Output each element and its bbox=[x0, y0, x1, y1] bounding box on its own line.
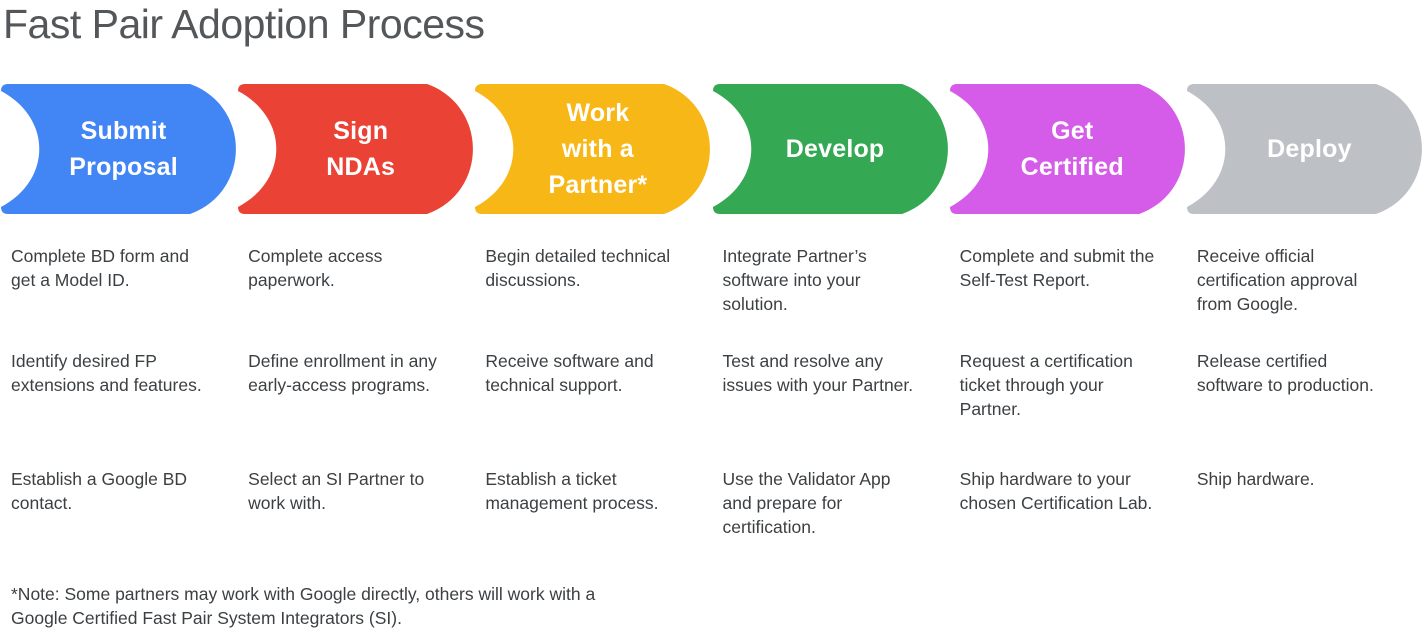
process-steps-row: Submit Proposal Complete BD form and get… bbox=[0, 84, 1423, 583]
step-task-1: Begin detailed technical discussions. bbox=[485, 246, 671, 290]
step-arrow-shape-icon bbox=[712, 84, 948, 215]
step-column-submit-proposal: Submit Proposal Complete BD form and get… bbox=[0, 84, 237, 583]
step-column-get-certified: Get Certified Complete and submit the Se… bbox=[949, 84, 1186, 583]
step-arrow-shape-icon bbox=[1, 84, 236, 215]
step-shape: Work with a Partner* bbox=[474, 84, 711, 215]
step-arrow-shape-icon bbox=[949, 84, 1185, 215]
step-shape: Submit Proposal bbox=[0, 84, 237, 215]
step-label-deploy: Deploy bbox=[1267, 134, 1352, 163]
step-shape: Get Certified bbox=[949, 84, 1186, 215]
step-task-2: Request a certification ticket through y… bbox=[959, 351, 1133, 419]
step-column-work-with-a-partner: Work with a Partner* Begin detailed tech… bbox=[474, 84, 711, 583]
step-label-develop: Develop bbox=[785, 134, 885, 163]
step-column-develop: Develop Integrate Partner’s software int… bbox=[712, 84, 949, 583]
page-title: Fast Pair Adoption Process bbox=[3, 1, 485, 47]
step-column-deploy: Deploy Receive official certification ap… bbox=[1186, 84, 1423, 583]
step-task-1: Integrate Partner’s software into your s… bbox=[722, 246, 867, 314]
step-arrow-shape-icon bbox=[238, 84, 474, 215]
step-arrow-shape-icon bbox=[1186, 84, 1422, 215]
step-shape: Deploy bbox=[1186, 84, 1423, 215]
step-task-1: Complete BD form and get a Model ID. bbox=[11, 246, 189, 290]
step-task-3: Ship hardware. bbox=[1196, 469, 1315, 490]
step-task-2: Receive software and technical support. bbox=[485, 351, 654, 395]
step-label-work-with-a-partner: Work with a Partner* bbox=[548, 98, 648, 200]
step-label-get-certified: Get Certified bbox=[1020, 116, 1124, 182]
step-task-3: Ship hardware to your chosen Certificati… bbox=[959, 469, 1153, 513]
footnote: *Note: Some partners may work with Googl… bbox=[11, 584, 596, 628]
step-task-3: Establish a ticket management process. bbox=[485, 469, 659, 513]
step-task-1: Complete access paperwork. bbox=[248, 246, 383, 290]
step-column-sign-ndas: Sign NDAs Complete access paperwork. Def… bbox=[237, 84, 474, 583]
step-task-3: Select an SI Partner to work with. bbox=[248, 469, 425, 513]
step-task-2: Identify desired FP extensions and featu… bbox=[11, 351, 202, 395]
step-arrow-shape-icon bbox=[475, 84, 711, 215]
step-task-2: Define enrollment in any early-access pr… bbox=[248, 351, 437, 395]
step-task-1: Receive official certification approval … bbox=[1196, 246, 1358, 314]
step-shape: Develop bbox=[712, 84, 949, 215]
step-task-1: Complete and submit the Self-Test Report… bbox=[959, 246, 1155, 290]
step-task-2: Release certified software to production… bbox=[1196, 351, 1374, 395]
step-task-3: Use the Validator App and prepare for ce… bbox=[722, 469, 891, 537]
step-task-2: Test and resolve any issues with your Pa… bbox=[722, 351, 914, 395]
step-task-3: Establish a Google BD contact. bbox=[11, 469, 188, 513]
step-label-submit-proposal: Submit Proposal bbox=[69, 116, 178, 182]
step-label-sign-ndas: Sign NDAs bbox=[326, 116, 396, 182]
step-shape: Sign NDAs bbox=[237, 84, 474, 215]
